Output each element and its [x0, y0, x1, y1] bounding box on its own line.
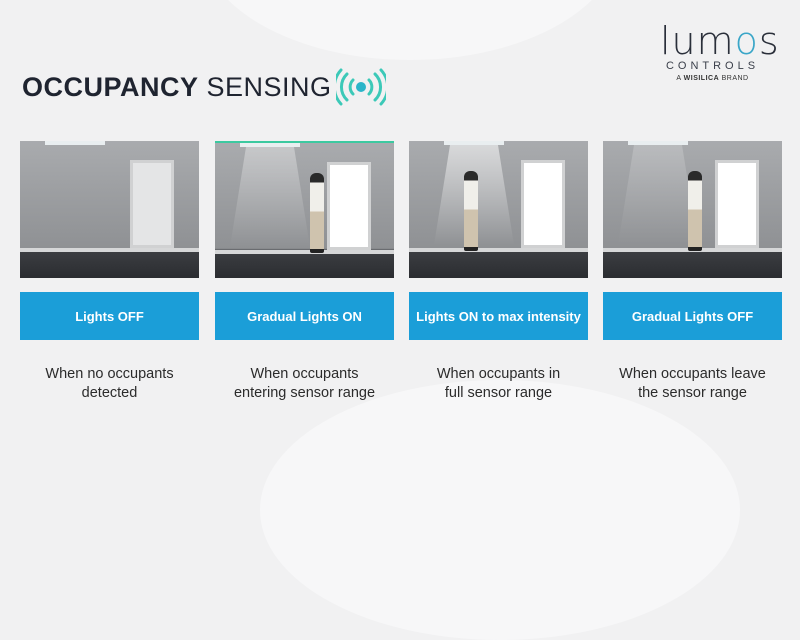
open-door — [521, 160, 565, 248]
open-door — [327, 162, 371, 250]
page-title: OCCUPANCY SENSING — [22, 72, 332, 102]
stage-label-max-intensity: Lights ON to max intensity — [409, 292, 588, 340]
stage-image-lights-off — [20, 141, 199, 278]
person — [310, 173, 324, 253]
stage-image-gradual-on — [215, 141, 394, 278]
occupancy-sensor-icon — [336, 68, 386, 106]
stage-description: When occupants in full sensor range — [436, 366, 561, 401]
stage-description: When occupants entering sensor range — [233, 366, 376, 401]
stage-description: When occupants leave the sensor range — [619, 366, 766, 401]
background-shape — [260, 380, 740, 640]
stage-label-gradual-off: Gradual Lights OFF — [603, 292, 782, 340]
door — [130, 160, 174, 248]
stage-label-gradual-on: Gradual Lights ON — [215, 292, 394, 340]
person — [464, 171, 478, 251]
background-shape — [200, 0, 620, 60]
lumos-logo: lumos CONTROLS A WISILICA BRAND — [660, 19, 780, 82]
open-door — [715, 160, 759, 248]
stage-label-lights-off: Lights OFF — [20, 292, 199, 340]
stage-image-max-intensity — [409, 141, 588, 278]
person — [688, 171, 702, 251]
stage-image-gradual-off — [603, 141, 782, 278]
stage-description: When no occupants detected — [45, 366, 174, 401]
